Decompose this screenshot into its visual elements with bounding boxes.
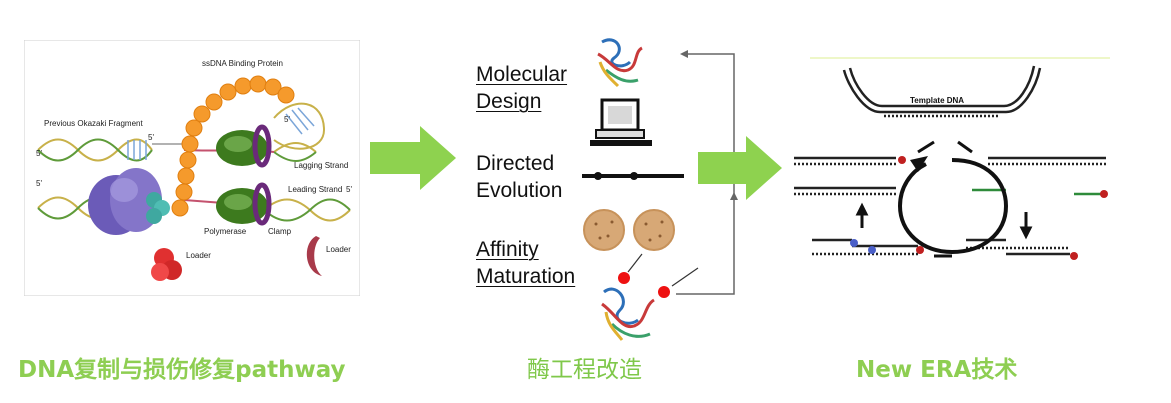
label-5prime-d: 5': [284, 115, 290, 124]
step-directed-evolution: Directed Evolution: [476, 150, 562, 204]
template-dna: [842, 65, 1042, 118]
red-markers: [898, 156, 1108, 260]
lagging-loop: [273, 102, 326, 150]
dna-replication-diagram: ssDNA Binding Protein Previous Okazaki F…: [23, 39, 361, 297]
enzyme-engineering-illustration: [582, 38, 738, 341]
label-5prime-e: 5': [346, 185, 352, 194]
loader-crescent-right: [306, 236, 322, 276]
label-leading: Leading Strand: [288, 185, 342, 194]
binding-site-right: [658, 286, 670, 298]
computer-icon: [590, 98, 652, 146]
protein-structure-icon-bottom: [601, 287, 655, 341]
caption-dna-replication: DNA复制与损伤修复pathway: [18, 357, 346, 383]
label-polymerase: Polymerase: [204, 227, 247, 236]
label-ssdna: ssDNA Binding Protein: [202, 59, 283, 68]
enzyme-engineering-panel: Molecular Design Directed Evolution Affi…: [466, 30, 746, 350]
flow-arrow-1: [370, 126, 456, 190]
step-3-line1: Affinity: [476, 238, 539, 261]
label-5prime-b: 5': [36, 149, 42, 158]
label-5prime-a: 5': [148, 133, 154, 142]
protein-structure-icon-top: [597, 38, 643, 88]
step-1-line1: Molecular: [476, 63, 568, 86]
label-loader-left: Loader: [186, 251, 211, 260]
template-dna-label: Template DNA: [910, 96, 964, 105]
label-lagging: Lagging Strand: [294, 161, 348, 170]
ssdna-binding-proteins: [171, 75, 295, 217]
flow-arrow-2: [698, 136, 782, 200]
primase-protein: [146, 192, 170, 224]
step-3-line2: Maturation: [476, 265, 576, 288]
cycle-step-arrows: [855, 140, 1033, 258]
evolution-timeline: [582, 172, 684, 180]
era-technology-diagram: Template DNA: [788, 56, 1128, 286]
caption-enzyme-engineering: 酶工程改造: [527, 357, 642, 383]
replication-fork-illustration: ssDNA Binding Protein Previous Okazaki F…: [23, 39, 361, 297]
step-1-line2: Design: [476, 90, 542, 113]
label-okazaki: Previous Okazaki Fragment: [44, 119, 143, 128]
binding-site-left: [618, 272, 630, 284]
label-loader-right: Loader: [326, 245, 351, 254]
label-5prime-c: 5': [36, 179, 42, 188]
step-2-line1: Directed: [476, 152, 555, 175]
caption-new-era: New ERA技术: [856, 357, 1018, 383]
dna-strands: [794, 156, 1106, 256]
blue-markers: [850, 239, 876, 254]
step-2-line2: Evolution: [476, 179, 563, 202]
cycle-arrow: [897, 156, 1009, 255]
loader-red-left: [151, 248, 182, 281]
step-affinity-maturation: Affinity Maturation: [476, 236, 575, 290]
polymerase-lower: [216, 182, 272, 226]
era-cycle-illustration: Template DNA: [794, 57, 1110, 260]
petri-dish-left: [583, 209, 625, 251]
label-clamp: Clamp: [268, 227, 292, 236]
petri-dish-right: [633, 209, 675, 251]
step-molecular-design: Molecular Design: [476, 61, 567, 115]
polymerase-upper: [216, 124, 272, 168]
